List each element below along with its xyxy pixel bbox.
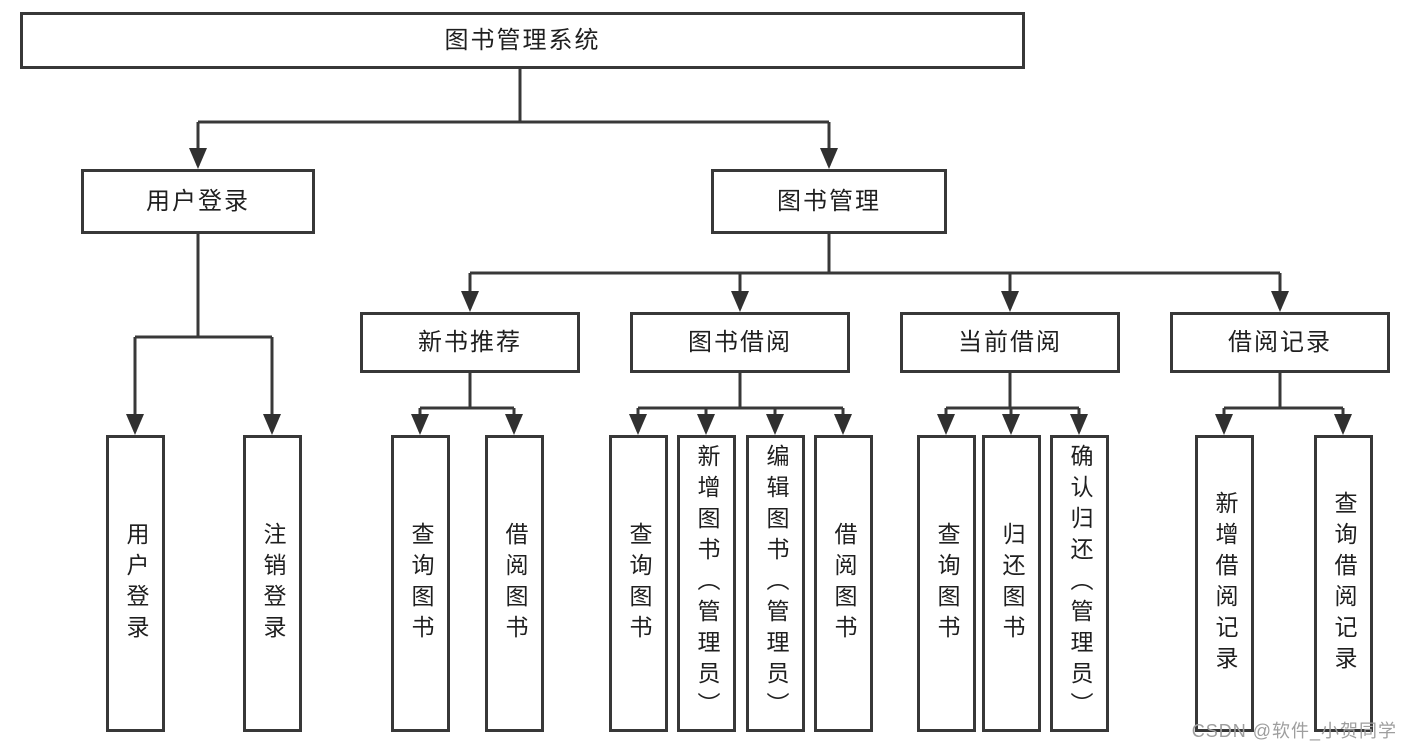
leaf-edit-book-admin: 编辑图书（管理员）: [746, 435, 805, 732]
leaf-query-books-current: 查询图书: [917, 435, 976, 732]
leaf-query-books-current-label: 查询图书: [934, 521, 960, 646]
node-borrowing-records: 借阅记录: [1170, 312, 1390, 373]
leaf-confirm-return-admin: 确认归还（管理员）: [1050, 435, 1109, 732]
node-new-book-recommend-label: 新书推荐: [418, 328, 522, 356]
leaf-confirm-return-admin-label: 确认归还（管理员）: [1067, 444, 1093, 723]
leaf-user-login: 用户登录: [106, 435, 165, 732]
arrowheads: [126, 148, 1352, 435]
leaf-return-book-label: 归还图书: [999, 521, 1025, 646]
leaf-logout-label: 注销登录: [260, 521, 286, 646]
leaf-borrow-books-recommend: 借阅图书: [485, 435, 544, 732]
leaf-borrow-books-recommend-label: 借阅图书: [502, 521, 528, 646]
leaf-add-book-admin: 新增图书（管理员）: [677, 435, 736, 732]
leaf-add-borrow-record-label: 新增借阅记录: [1212, 490, 1238, 677]
leaf-query-borrow-record-label: 查询借阅记录: [1331, 490, 1357, 677]
csdn-watermark: CSDN @软件_小贺同学: [1191, 721, 1397, 741]
node-book-borrowing: 图书借阅: [630, 312, 850, 373]
node-book-borrowing-label: 图书借阅: [688, 328, 792, 356]
node-book-management-label: 图书管理: [777, 187, 881, 215]
node-user-login: 用户登录: [81, 169, 315, 234]
node-book-management: 图书管理: [711, 169, 947, 234]
leaf-query-books-recommend-label: 查询图书: [408, 521, 434, 646]
node-current-borrowing-label: 当前借阅: [958, 328, 1062, 356]
node-current-borrowing: 当前借阅: [900, 312, 1120, 373]
leaf-return-book: 归还图书: [982, 435, 1041, 732]
tree-edges: [133, 69, 1345, 432]
leaf-logout: 注销登录: [243, 435, 302, 732]
leaf-query-books-borrowing-label: 查询图书: [626, 521, 652, 646]
node-root: 图书管理系统: [20, 12, 1025, 69]
leaf-query-borrow-record: 查询借阅记录: [1314, 435, 1373, 732]
node-new-book-recommend: 新书推荐: [360, 312, 580, 373]
leaf-borrow-books: 借阅图书: [814, 435, 873, 732]
node-user-login-label: 用户登录: [146, 187, 250, 215]
node-root-label: 图书管理系统: [444, 26, 601, 54]
leaf-query-books-recommend: 查询图书: [391, 435, 450, 732]
leaf-user-login-label: 用户登录: [123, 521, 149, 646]
leaf-borrow-books-label: 借阅图书: [831, 521, 857, 646]
node-borrowing-records-label: 借阅记录: [1228, 328, 1332, 356]
leaf-add-book-admin-label: 新增图书（管理员）: [694, 444, 720, 723]
leaf-add-borrow-record: 新增借阅记录: [1195, 435, 1254, 732]
leaf-query-books-borrowing: 查询图书: [609, 435, 668, 732]
leaf-edit-book-admin-label: 编辑图书（管理员）: [763, 444, 789, 723]
